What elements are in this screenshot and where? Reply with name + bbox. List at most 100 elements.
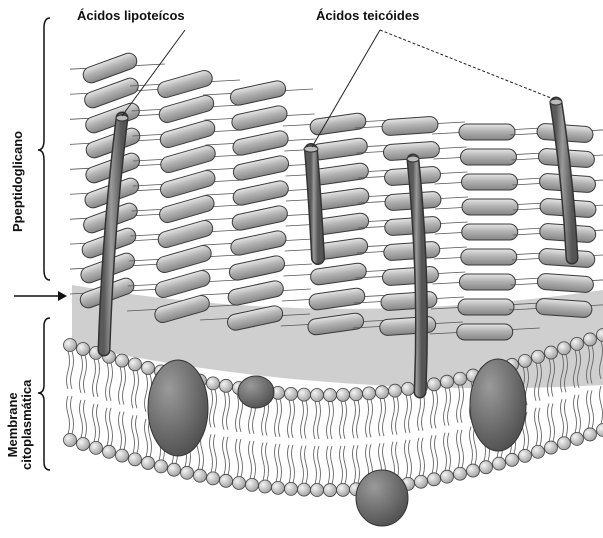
- lipid-head: [389, 384, 402, 397]
- lipid-head: [558, 342, 571, 355]
- lipid-head: [584, 333, 597, 346]
- peptidoglycan-subunit: [462, 199, 518, 215]
- lipid-head: [519, 449, 532, 462]
- lipid-head: [64, 339, 77, 352]
- peptidoglycan-subunit: [231, 204, 289, 231]
- lipid-head: [571, 432, 584, 445]
- peptidoglycan-subunit: [462, 174, 518, 190]
- peptidoglycan-subunit: [380, 291, 437, 311]
- membrane-protein: [470, 359, 526, 451]
- peptidoglycan-subunit: [232, 179, 290, 206]
- lipid-head: [311, 389, 324, 402]
- lipid-head: [545, 441, 558, 454]
- peptidoglycan-subunit: [228, 254, 286, 281]
- lipid-head: [285, 482, 298, 495]
- peptidoglycan-subunit: [462, 224, 518, 240]
- peptidoglycan-subunit: [229, 229, 287, 256]
- lipid-head: [545, 346, 558, 359]
- lipid-head: [233, 476, 246, 489]
- lipid-head: [480, 461, 493, 474]
- membrane-label-line2: citoplasmática: [20, 380, 34, 470]
- lipid-head: [142, 456, 155, 469]
- peptidoglycan-subunit: [311, 137, 369, 161]
- lipid-head: [285, 387, 298, 400]
- lipid-head: [376, 386, 389, 399]
- lipid-head: [493, 457, 506, 470]
- leader-line: [380, 30, 556, 100]
- lipid-head: [519, 354, 532, 367]
- lipid-head: [142, 361, 155, 374]
- lipid-head: [116, 449, 129, 462]
- lipid-head: [441, 375, 454, 388]
- lipid-head: [558, 437, 571, 450]
- lipid-head: [571, 337, 584, 350]
- lipid-head: [155, 460, 168, 473]
- lipid-head: [246, 478, 259, 491]
- peptidoglycan-label: Ppeptidoglicano: [10, 131, 25, 232]
- lipoteichoic-acids-label: Ácidos lipoteícos: [77, 8, 185, 23]
- peptidoglycan-subunit: [229, 79, 287, 106]
- lipid-head: [207, 472, 220, 485]
- peptidoglycan-subunit: [459, 124, 515, 140]
- lipid-head: [402, 382, 415, 395]
- lipid-head: [324, 484, 337, 497]
- lipid-head: [532, 350, 545, 363]
- lipid-head: [454, 372, 467, 385]
- peptidoglycan-subunit: [457, 324, 513, 340]
- lipid-head: [220, 379, 233, 392]
- peptidoglycan-subunit: [310, 262, 368, 286]
- lipid-head: [220, 474, 233, 487]
- peptidoglycan-subunit: [535, 298, 592, 318]
- peptidoglycan-subunit: [382, 116, 439, 136]
- lipid-head: [337, 388, 350, 401]
- membrane-label: Membrane citoplasmática: [6, 380, 34, 470]
- lipid-head: [428, 378, 441, 391]
- membrane-brace: [38, 318, 50, 470]
- peptidoglycan-subunit: [227, 279, 285, 306]
- peptidoglycan-subunit: [382, 266, 439, 286]
- lipid-head: [129, 358, 142, 371]
- membrane-protein: [356, 470, 408, 526]
- lipid-head: [415, 475, 428, 488]
- lipid-head: [207, 377, 220, 390]
- peptidoglycan-subunit: [309, 112, 367, 136]
- lipid-head: [363, 387, 376, 400]
- teichoic-acids-label: Ácidos teicóides: [316, 8, 419, 23]
- peptidoglycan-brace: [38, 18, 50, 280]
- lipid-head: [428, 473, 441, 486]
- lipid-head: [77, 342, 90, 355]
- lipid-head: [532, 445, 545, 458]
- peptidoglycan-subunit: [537, 273, 594, 293]
- lipid-head: [90, 441, 103, 454]
- peptidoglycan-subunit: [308, 287, 366, 311]
- peptidoglycan-subunit: [232, 154, 290, 181]
- lipid-head: [298, 483, 311, 496]
- peptidoglycan-subunit: [460, 149, 516, 165]
- brackets: [38, 18, 50, 470]
- peptidoglycan-subunit: [230, 104, 288, 131]
- membrane-protein: [238, 376, 274, 408]
- membrane-protein: [148, 360, 208, 456]
- peptidoglycan-subunit: [461, 249, 517, 265]
- lipid-head: [584, 428, 597, 441]
- lipid-head: [181, 466, 194, 479]
- peptidoglycan-subunit: [458, 299, 514, 315]
- lipid-head: [259, 480, 272, 493]
- lipid-head: [298, 388, 311, 401]
- lipid-head: [64, 434, 77, 447]
- lipid-head: [194, 469, 207, 482]
- lipid-head: [597, 424, 603, 437]
- lipid-head: [272, 481, 285, 494]
- lipid-head: [311, 484, 324, 497]
- arrow-right-icon: [14, 291, 67, 301]
- leader-line: [122, 30, 185, 116]
- lipid-head: [129, 453, 142, 466]
- lipid-head: [350, 388, 363, 401]
- peptidoglycan-subunit: [231, 129, 289, 156]
- lipid-head: [441, 470, 454, 483]
- lipid-head: [506, 453, 519, 466]
- lipid-head: [467, 464, 480, 477]
- peptidoglycan-subunit: [383, 241, 440, 261]
- lipid-head: [337, 483, 350, 496]
